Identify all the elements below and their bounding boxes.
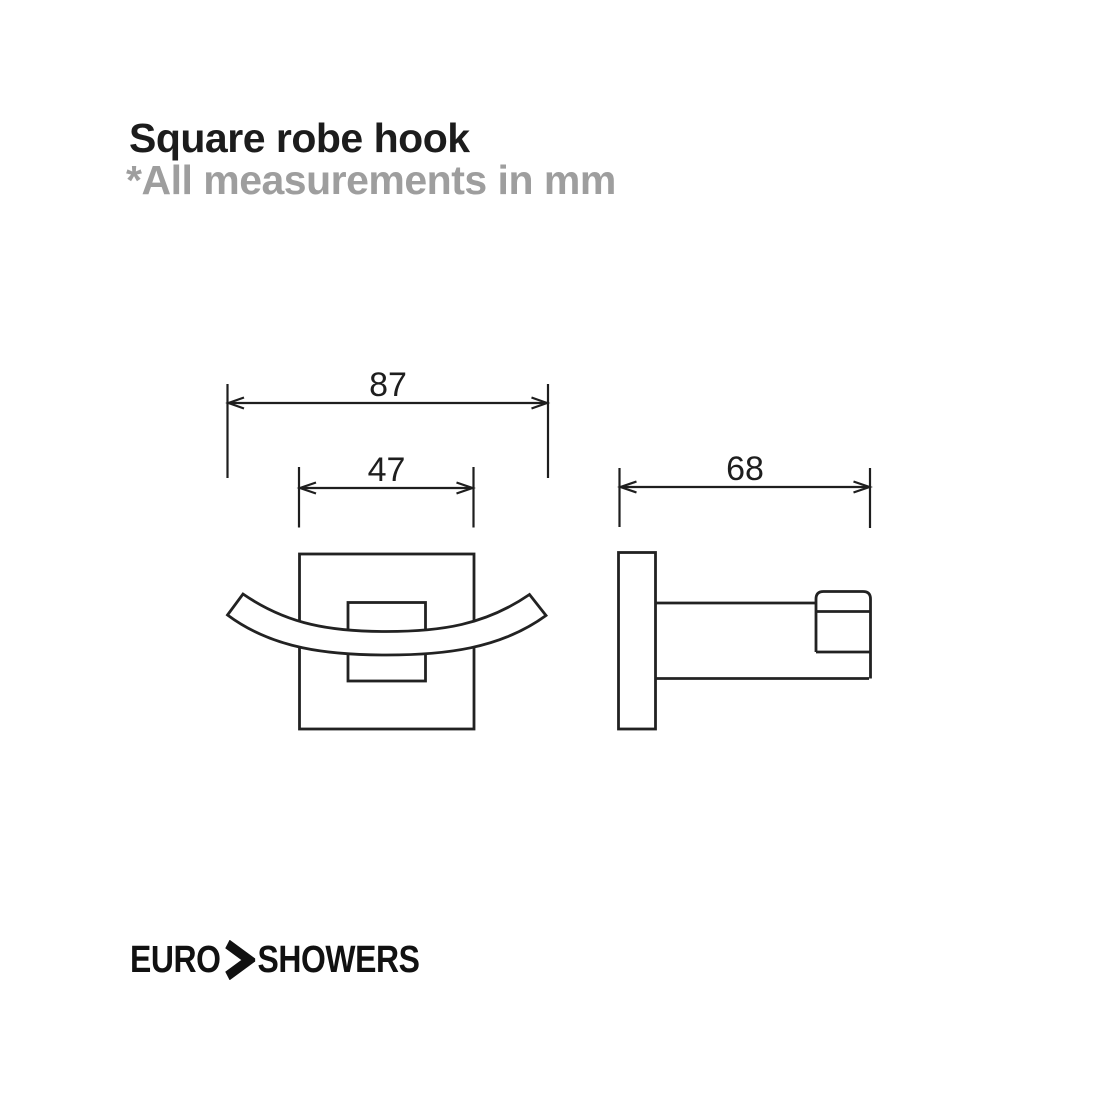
- brand-logo: EURO SHOWERS: [130, 940, 420, 980]
- dimension-overall-width: [225, 384, 551, 478]
- curved-hook-arm: [225, 592, 548, 657]
- arrowhead-right-icon: [456, 481, 476, 495]
- arrowhead-left-icon: [617, 480, 637, 494]
- arrowhead-right-icon: [531, 396, 551, 410]
- dimension-depth: [617, 468, 873, 528]
- measurement-units-note: *All measurements in mm: [126, 157, 616, 203]
- chevron-right-icon: [225, 940, 255, 980]
- side-view: [617, 551, 872, 731]
- dimension-label-overall-width: 87: [369, 366, 407, 404]
- page-title: Square robe hook: [129, 115, 470, 161]
- arrowhead-left-icon: [225, 396, 245, 410]
- front-view: [225, 552, 548, 731]
- wall-plate: [617, 551, 657, 731]
- hook-tip-outline: [814, 590, 872, 679]
- brand-word-left: EURO: [130, 939, 221, 981]
- dimension-label-plate-width: 47: [368, 451, 406, 489]
- arrowhead-left-icon: [296, 481, 317, 495]
- brand-word-right: SHOWERS: [257, 939, 420, 981]
- dimension-label-depth: 68: [726, 450, 764, 488]
- arrowhead-right-icon: [853, 480, 873, 494]
- dimension-plate-width: [296, 467, 476, 528]
